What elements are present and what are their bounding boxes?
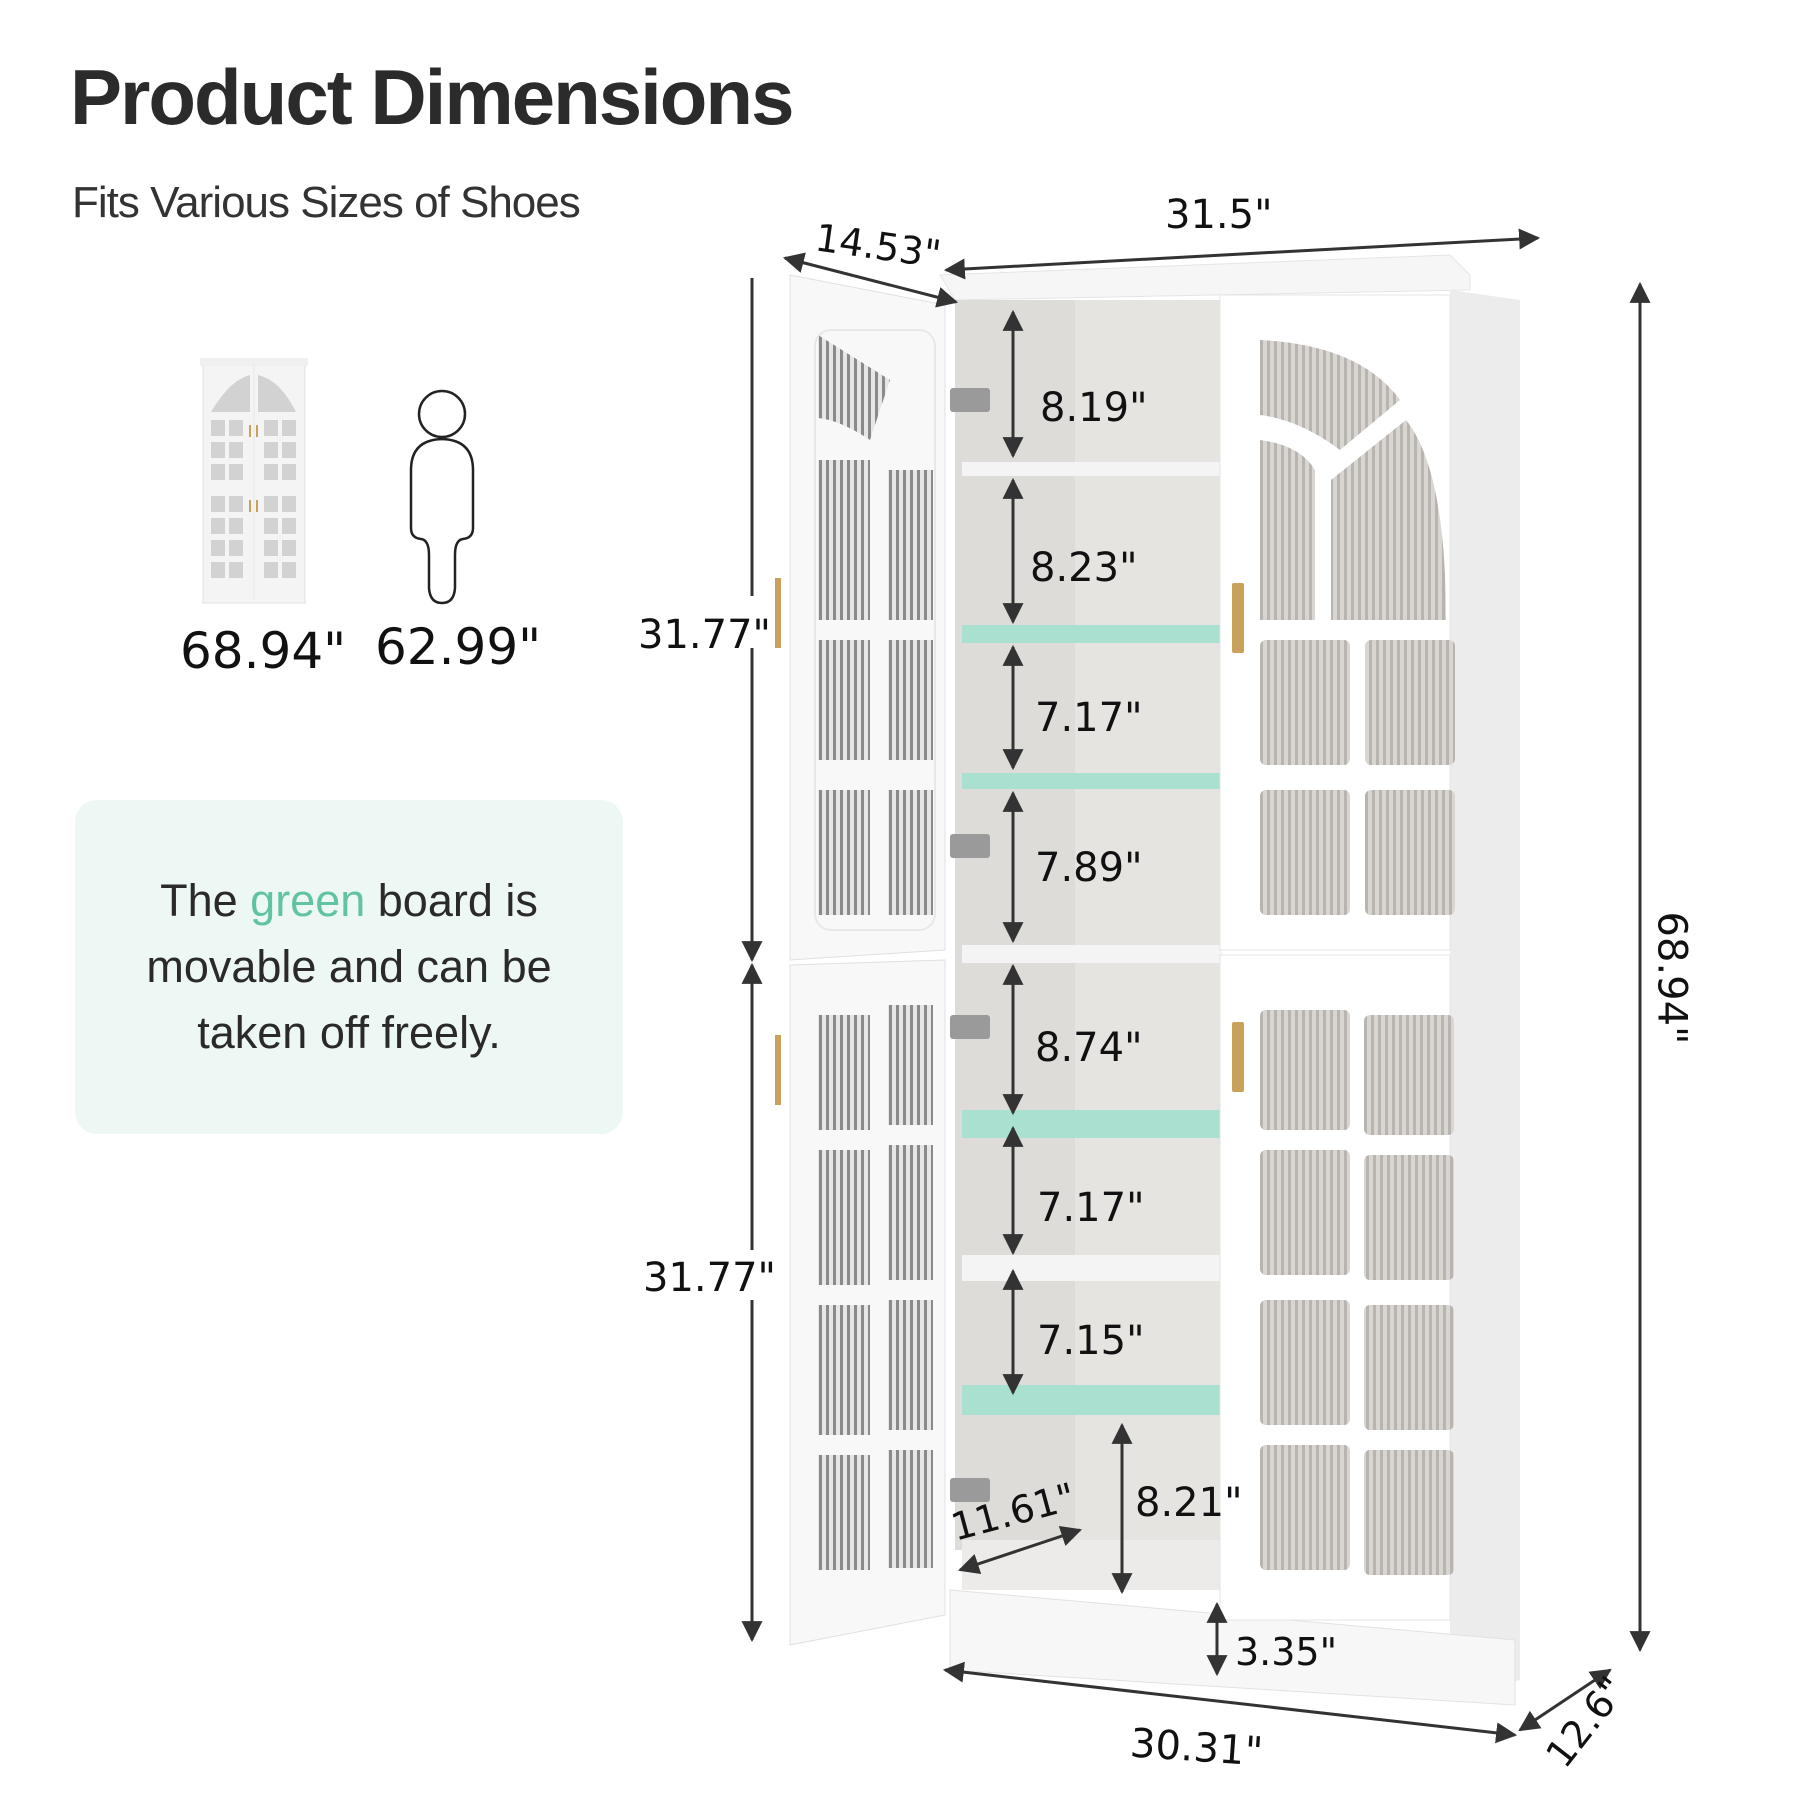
movable-board-callout: The green board is movable and can be ta… xyxy=(75,800,623,1134)
shoe-cabinet-illustration xyxy=(775,254,1520,1706)
cabinet-thumbnail-icon xyxy=(200,358,308,604)
dim-base-height: 3.35" xyxy=(1235,1630,1338,1674)
callout-text-before: The xyxy=(160,875,251,926)
dimension-lines xyxy=(741,228,1651,1744)
dim-bottom-compartment-height: 8.21" xyxy=(1135,1480,1243,1526)
dim-total-height: 68.94" xyxy=(1648,911,1695,1045)
dim-shelf-gap-7: 7.15" xyxy=(1037,1318,1145,1364)
dim-lower-section-height: 31.77" xyxy=(643,1255,776,1301)
dim-shelf-gap-1: 8.19" xyxy=(1040,385,1148,431)
cabinet-height-label: 68.94" xyxy=(180,622,347,680)
dim-shelf-gap-5: 8.74" xyxy=(1035,1025,1143,1071)
dim-shelf-gap-2: 8.23" xyxy=(1030,545,1138,591)
callout-text-after: board is movable and can be taken off fr… xyxy=(146,875,552,1058)
person-height-label: 62.99" xyxy=(375,618,542,676)
page-title: Product Dimensions xyxy=(70,53,794,141)
dim-upper-section-height: 31.77" xyxy=(638,612,771,658)
dim-bottom-width: 30.31" xyxy=(1128,1720,1265,1776)
callout-highlight: green xyxy=(250,875,366,926)
dim-top-width: 31.5" xyxy=(1165,192,1273,238)
page-subtitle: Fits Various Sizes of Shoes xyxy=(72,178,581,227)
dim-shelf-gap-3: 7.17" xyxy=(1035,695,1143,741)
dim-shelf-gap-4: 7.89" xyxy=(1035,845,1143,891)
dim-shelf-gap-6: 7.17" xyxy=(1037,1185,1145,1231)
person-silhouette-icon xyxy=(409,389,475,605)
